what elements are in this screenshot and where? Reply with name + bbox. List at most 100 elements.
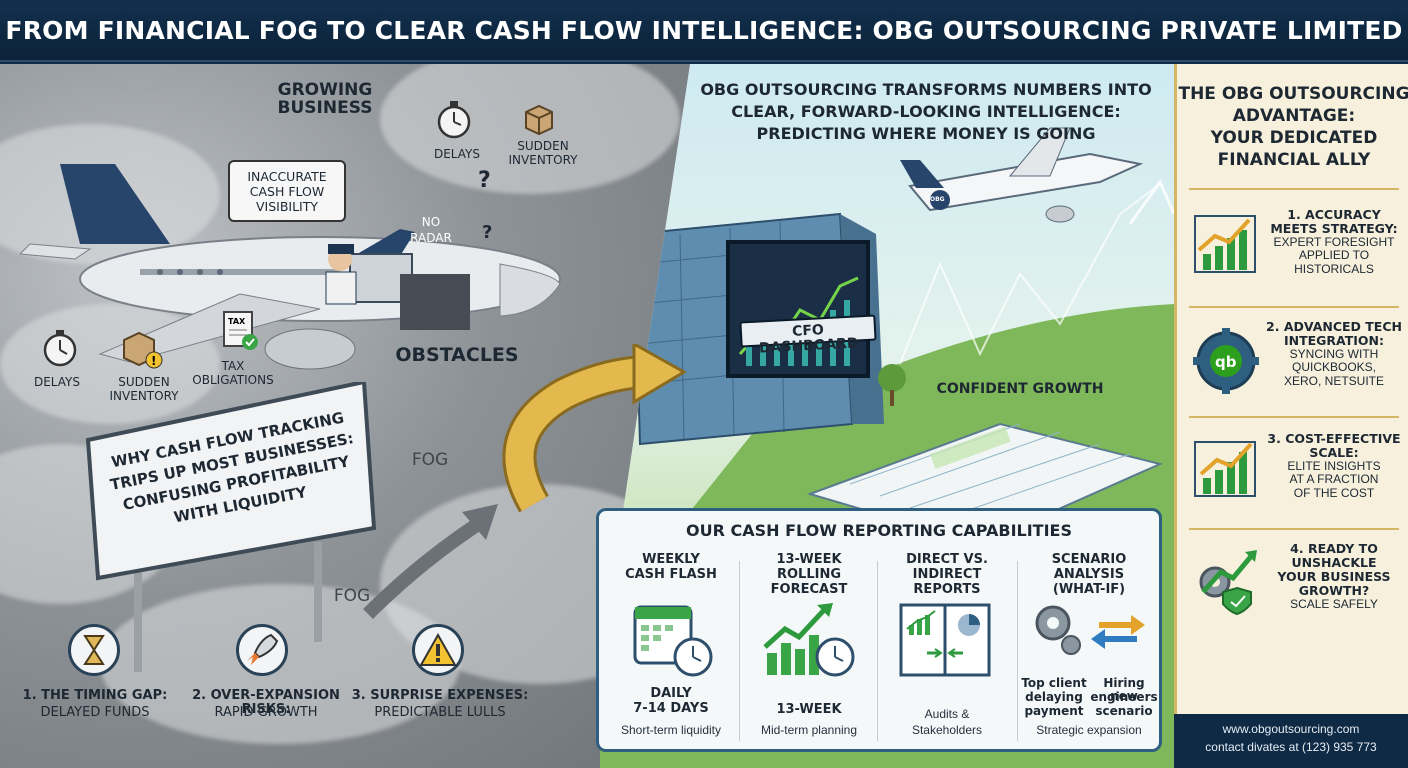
direct-indirect-col: DIRECT vs. INDIRECT REPORTS Audits & Sta… [881,552,1013,743]
bubble-line-1: INACCURATE [247,169,327,184]
headline-line-2: CLEAR, FORWARD-LOOKING INTELLIGENCE: [731,102,1121,121]
direct-foot-1: Audits & [924,707,970,721]
scenario-mid-1a: Top client [1021,676,1087,690]
direct-head-1: DIRECT vs. [906,552,988,567]
tax-document-icon: TAX [223,311,258,350]
obstacle-inventory-label-2: INVENTORY [109,389,179,403]
scenario-mid-2a: Hiring new [1103,676,1145,704]
capabilities-title: OUR CASH FLOW REPORTING CAPABILITIES [686,521,1072,540]
fog-label-2: FOG [333,586,371,606]
growth-title-1: 4. READY TO [1290,541,1378,556]
sidebar-item-cost: 3. COST-EFFECTIVE SCALE: ELITE INSIGHTS … [1187,432,1401,532]
sidebar-title-1: THE OBG OUTSOURCING [1178,84,1408,104]
weekly-mid-2: 7-14 DAYS [633,701,709,716]
tech-desc-1: SYNCING WITH [1289,347,1379,361]
obstacle-delays-label: DELAYS [33,375,80,389]
box-warning-icon: ! [123,331,163,369]
obstacle-tax-label-2: OBLIGATIONS [192,373,274,387]
tech-title-1: 2. ADVANCED TECH [1266,319,1402,334]
transition-arrow [502,344,687,513]
calendar-clock-icon [633,605,713,677]
top-inventory-label-2: INVENTORY [508,153,578,167]
gears-shield-icon [1199,550,1257,616]
capabilities-panel: OUR CASH FLOW REPORTING CAPABILITIES WEE… [596,508,1162,752]
scenario-head-1: SCENARIO ANALYSIS [1051,552,1127,582]
question-mark: ? [478,168,491,193]
billboard-sign [85,382,377,672]
warning-icon [412,624,464,676]
growth-chart-icon [1194,215,1256,273]
accuracy-desc-1: EXPERT FORESIGHT [1273,235,1395,249]
inaccurate-visibility-bubble: INACCURATE CASH FLOW VISIBILITY [228,160,346,222]
obstacle-tax-label-1: TAX [221,359,245,373]
tech-desc-2: QUICKBOOKS, [1291,360,1377,375]
report-book-icon [899,603,991,677]
box-icon [525,104,553,136]
weekly-foot: Short-term liquidity [620,723,722,737]
over-expansion-title: 2. OVER-EXPANSION RISKS: [192,688,340,718]
hourglass-icon [68,624,120,676]
headline-line-3: PREDICTING WHERE MONEY IS GOING [756,124,1096,143]
stopwatch-icon [437,101,471,139]
cost-title-2: SCALE: [1309,445,1359,460]
surprise-expenses-desc: PREDICTABLE LULLS [374,705,506,720]
accuracy-title-2: MEETS STRATEGY: [1270,221,1398,236]
growing-business-label: GROWING BUSINESS [277,80,373,118]
question-mark-2: ? [482,222,493,243]
cost-text: 3. COST-EFFECTIVE SCALE: ELITE INSIGHTS … [1265,432,1403,500]
page-title: FROM FINANCIAL FOG TO CLEAR CASH FLOW IN… [5,15,1403,45]
growth-text: 4. READY TO UNSHACKLE YOUR BUSINESS GROW… [1265,542,1403,611]
svg-text:!: ! [151,354,156,368]
gears-arrows-icon [1035,605,1145,655]
accuracy-desc-2: APPLIED TO [1298,248,1370,263]
scenario-mid-2b: engineers [1090,690,1158,704]
accuracy-desc-3: HISTORICALS [1294,261,1374,276]
top-inventory-label-1: SUDDEN [517,139,569,153]
over-expansion-desc: RAPID GROWTH [214,705,318,720]
advantage-sidebar: THE OBG OUTSOURCING ADVANTAGE: YOUR DEDI… [1174,64,1408,714]
scenario-mid-1c: payment [1024,704,1084,718]
fog-growth-arrow [363,504,498,619]
scenario-head-2: (WHAT-IF) [1052,581,1126,597]
weekly-head-1: WEEKLY [642,552,700,567]
growth-title-3: YOUR BUSINESS [1277,569,1391,584]
forecast-foot: Mid-term planning [760,723,858,737]
bar-chart-icon [1194,441,1256,497]
sidebar-item-growth: 4. READY TO UNSHACKLE YOUR BUSINESS GROW… [1187,542,1401,642]
website-link[interactable]: www.obgoutsourcing.com [1222,722,1360,736]
fog-label-1: FOG [411,450,449,470]
sidebar-title-3: YOUR DEDICATED [1210,128,1378,148]
tech-text: 2. ADVANCED TECH INTEGRATION: SYNCING WI… [1265,320,1403,388]
growth-title-4: GROWTH? [1298,583,1370,598]
weekly-cash-flash-col: WEEKLY CASH FLASH DAILY 7-14 DAYS Short-… [605,552,737,743]
cost-desc-1: ELITE INSIGHTS [1287,459,1381,473]
cost-title-1: 3. COST-EFFECTIVE [1267,431,1401,446]
no-radar-line-2: RADAR [410,231,452,245]
weekly-mid-1: DAILY [650,686,692,701]
sidebar-item-tech: qb 2. ADVANCED TECH INTEGRATION: SYNCING… [1187,320,1403,420]
scenario-mid-1b: delaying [1025,690,1083,704]
direct-head-2: INDIRECT REPORTS [912,566,982,597]
gear-icon: qb [1193,328,1259,394]
bubble-line-2: CASH FLOW [249,184,325,199]
growth-clock-icon [763,603,855,677]
sidebar-item-accuracy: 1. ACCURACY MEETS STRATEGY: EXPERT FORES… [1187,208,1401,308]
surprise-expenses-title: 3. SURPRISE EXPENSES: [351,688,529,703]
qb-logo-text: qb [1215,353,1237,371]
tech-desc-3: XERO, NETSUITE [1283,373,1384,388]
scenario-foot: Strategic expansion [1036,723,1142,737]
direct-foot-2: Stakeholders [911,723,983,737]
contact-footer: www.obgoutsourcing.com contact divates a… [1174,714,1408,768]
top-delays-label: DELAYS [433,147,480,161]
weekly-head-2: CASH FLASH [625,566,717,582]
no-radar-line-1: NO [421,215,441,229]
cost-desc-2: AT A FRACTION [1289,472,1379,487]
obstacles-label: OBSTACLES [395,344,519,366]
cost-desc-3: OF THE COST [1293,485,1375,500]
timing-gap-title: 1. THE TIMING GAP: [22,688,168,703]
sidebar-title-2: ADVANTAGE: [1232,106,1356,126]
rocket-icon [236,624,288,676]
tech-title-2: INTEGRATION: [1283,333,1385,348]
forecast-head-2: ROLLING FORECAST [770,566,848,597]
headline-line-1: OBG OUTSOURCING TRANSFORMS NUMBERS INTO [700,80,1152,99]
